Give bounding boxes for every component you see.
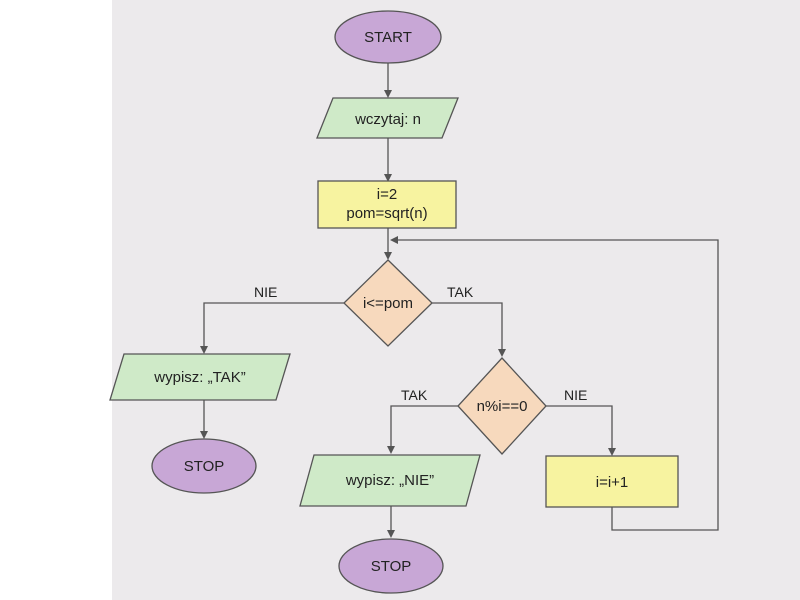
edge-loop-no <box>200 302 344 354</box>
loop-condition-label: i<=pom <box>363 295 413 312</box>
output-nie-label: wypisz: „NIE” <box>345 472 434 489</box>
stop-bottom-terminal <box>338 538 444 594</box>
loop-condition-decision <box>343 259 433 347</box>
edge-loop-yes <box>432 302 506 357</box>
stop-left-label: STOP <box>184 458 225 475</box>
start-terminal <box>334 10 442 64</box>
divisibility-decision <box>457 357 547 455</box>
edge-increment-loop-back <box>390 236 719 531</box>
loop-yes-label: TAK <box>447 284 474 300</box>
div-yes-label: TAK <box>401 387 428 403</box>
divisibility-label: n%i==0 <box>477 398 528 415</box>
start-label: START <box>364 29 412 46</box>
init-label-line1: i=2 <box>377 186 397 203</box>
div-no-label: NIE <box>564 387 587 403</box>
loop-no-label: NIE <box>254 284 277 300</box>
output-tak-node <box>109 353 291 401</box>
stop-bottom-label: STOP <box>371 558 412 575</box>
stop-left-terminal <box>151 438 257 494</box>
increment-process-node <box>545 455 679 508</box>
read-input-node <box>316 97 459 139</box>
init-process-node <box>317 180 457 229</box>
read-input-label: wczytaj: n <box>354 111 421 128</box>
increment-label: i=i+1 <box>596 474 629 491</box>
output-tak-label: wypisz: „TAK” <box>153 369 245 386</box>
output-nie-node <box>299 454 481 507</box>
edge-div-no <box>546 405 616 456</box>
init-label-line2: pom=sqrt(n) <box>346 205 427 222</box>
edge-div-yes <box>387 405 458 454</box>
connectors <box>200 63 719 538</box>
